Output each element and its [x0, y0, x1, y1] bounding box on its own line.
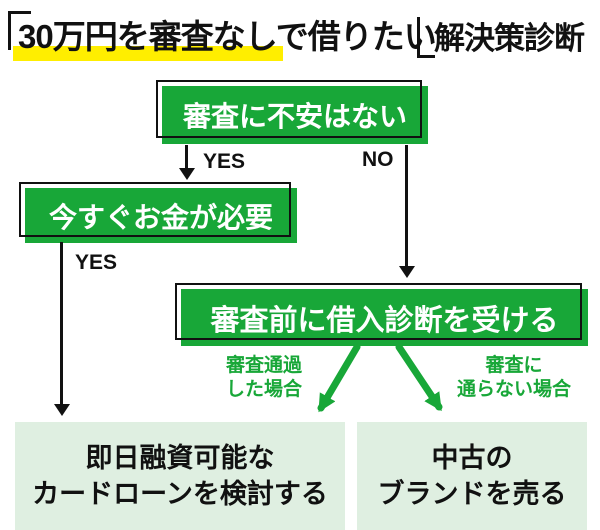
edge-q1-yes-line [185, 145, 188, 169]
result-sell-brand-line2: ブランドを売る [377, 479, 567, 509]
page-title-suffix: 解決策診断 [434, 21, 585, 56]
edge-q1-yes-label: YES [203, 150, 246, 173]
edge-q1-no-arrowhead [399, 266, 415, 278]
branch-fail-line2: 通らない場合 [456, 379, 571, 400]
branch-fail-line1: 審査に [485, 355, 543, 376]
open-corner-bracket [8, 11, 31, 50]
yellow-marker-highlight [13, 46, 283, 61]
edge-q2-yes-arrowhead [54, 404, 70, 416]
node-question-imasugu-okane: 今すぐお金が必要 [19, 182, 297, 243]
node-question-shinsa-fuan-label: 審査に不安はない [162, 86, 428, 144]
edge-q1-yes-arrowhead [179, 168, 195, 180]
result-sell-brand-line1: 中古の [431, 443, 513, 473]
branch-pass-arrow [317, 343, 361, 413]
node-action-shinsamae-shindan-label: 審査前に借入診断を受ける [181, 289, 588, 346]
result-cardloan-box: 即日融資可能な カードローンを検討する [15, 422, 345, 530]
close-corner-bracket [417, 17, 435, 58]
node-outline [19, 182, 291, 237]
branch-pass-line1: 審査通過 [225, 355, 302, 376]
edge-q1-no-label: NO [362, 148, 394, 171]
edge-q2-yes-line [60, 242, 63, 405]
edge-q1-no-line [405, 145, 408, 267]
node-outline [175, 283, 582, 340]
node-question-imasugu-okane-label: 今すぐお金が必要 [25, 188, 297, 243]
node-action-shinsamae-shindan: 審査前に借入診断を受ける [175, 283, 588, 346]
page-title: 30万円を審査なしで借りたい [18, 18, 437, 55]
result-sell-brand-box: 中古の ブランドを売る [357, 422, 587, 530]
branch-fail-arrow [395, 343, 443, 412]
edge-q2-yes-label: YES [75, 251, 118, 274]
branch-arrows [317, 343, 443, 413]
node-outline [156, 80, 422, 138]
branch-fail-label: 審査に 通らない場合 [444, 354, 584, 402]
result-cardloan-line1: 即日融資可能な [85, 443, 275, 473]
branch-pass-label: 審査通過 した場合 [204, 354, 324, 402]
branch-pass-line2: した場合 [225, 379, 302, 400]
node-question-shinsa-fuan: 審査に不安はない [156, 80, 428, 144]
result-cardloan-line2: カードローンを検討する [32, 479, 328, 509]
